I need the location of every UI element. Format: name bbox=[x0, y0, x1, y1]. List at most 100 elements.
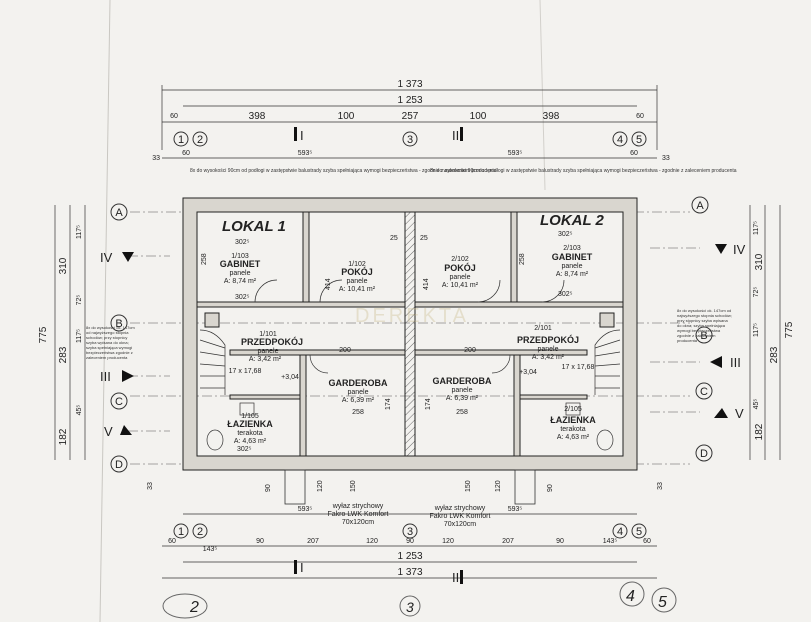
axis-C-right: C bbox=[700, 386, 708, 398]
svg-text:72⁵: 72⁵ bbox=[753, 287, 760, 298]
bathroom-fixtures bbox=[206, 402, 614, 451]
top-note-right: 8x do wysokości 90cm od podłogi w zastęp… bbox=[430, 168, 737, 174]
door-swings bbox=[254, 279, 565, 374]
svg-text:302⁵: 302⁵ bbox=[558, 291, 573, 298]
overall-width-bottom: 1 373 bbox=[397, 567, 422, 578]
svg-text:A: 6,39 m²: A: 6,39 m² bbox=[342, 397, 375, 404]
svg-text:302⁵: 302⁵ bbox=[235, 239, 250, 246]
svg-text:4: 4 bbox=[626, 588, 635, 605]
axis-1-top: 1 bbox=[178, 134, 184, 146]
svg-text:2/102: 2/102 bbox=[451, 256, 469, 263]
svg-text:panele: panele bbox=[451, 387, 472, 394]
top-seg-0: 60 bbox=[170, 113, 178, 120]
axis-2-top: 2 bbox=[197, 134, 203, 146]
svg-text:panele: panele bbox=[449, 274, 470, 281]
svg-text:45⁵: 45⁵ bbox=[753, 399, 760, 410]
axis-A-left: A bbox=[115, 207, 123, 219]
attic-hatch-note-2: wyłaz strychowy Fakro LWK Komfort 70x120… bbox=[430, 505, 491, 528]
svg-text:17 x 17,68: 17 x 17,68 bbox=[562, 364, 595, 371]
svg-text:PRZEDPOKÓJ: PRZEDPOKÓJ bbox=[241, 336, 303, 347]
svg-text:258: 258 bbox=[201, 253, 208, 265]
svg-text:283: 283 bbox=[769, 346, 780, 363]
svg-text:302⁵: 302⁵ bbox=[558, 231, 573, 238]
svg-text:A: 3,42 m²: A: 3,42 m² bbox=[532, 354, 565, 361]
section-markers-top: I II bbox=[294, 127, 463, 143]
svg-text:POKÓJ: POKÓJ bbox=[341, 266, 373, 277]
top-seg-6: 60 bbox=[636, 113, 644, 120]
section-I-top: I bbox=[300, 128, 304, 143]
svg-text:120: 120 bbox=[442, 538, 454, 545]
svg-text:17 x 17,68: 17 x 17,68 bbox=[229, 368, 262, 375]
section-markers-left: IV III V bbox=[100, 250, 134, 439]
svg-text:4: 4 bbox=[617, 526, 623, 538]
svg-text:wyłaz strychowy: wyłaz strychowy bbox=[434, 505, 486, 512]
svg-text:90: 90 bbox=[406, 538, 414, 545]
svg-text:414: 414 bbox=[325, 278, 332, 290]
room-pokoj-1: 1/102 POKÓJ panele A: 10,41 m² 414 25 bbox=[325, 235, 398, 293]
top-seg-5: 398 bbox=[543, 111, 560, 122]
bottom-dimensions: 593⁵ 593⁵ 60 143⁵ 90 207 120 90 120 207 … bbox=[162, 506, 657, 579]
svg-text:310: 310 bbox=[58, 257, 69, 274]
svg-text:2: 2 bbox=[189, 599, 199, 616]
svg-text:200: 200 bbox=[339, 347, 351, 354]
svg-text:258: 258 bbox=[519, 253, 526, 265]
svg-text:A: 8,74 m²: A: 8,74 m² bbox=[224, 278, 257, 285]
room-garderoba-2: GARDEROBA panele A: 6,39 m² 258 174 bbox=[425, 376, 492, 416]
svg-text:70x120cm: 70x120cm bbox=[342, 519, 374, 526]
svg-text:1/102: 1/102 bbox=[348, 261, 366, 268]
svg-text:143⁵: 143⁵ bbox=[603, 538, 618, 545]
section-IV-left: IV bbox=[100, 250, 113, 265]
svg-text:182: 182 bbox=[754, 423, 765, 440]
axis-A-right: A bbox=[696, 200, 704, 212]
axis-D-right: D bbox=[700, 448, 708, 460]
svg-text:117⁵: 117⁵ bbox=[753, 221, 760, 235]
svg-text:A: 10,41 m²: A: 10,41 m² bbox=[442, 282, 479, 289]
axis-4-top: 4 bbox=[617, 134, 623, 146]
svg-text:200: 200 bbox=[464, 347, 476, 354]
section-III-right: III bbox=[730, 355, 741, 370]
svg-text:GABINET: GABINET bbox=[552, 252, 593, 262]
svg-text:2: 2 bbox=[197, 526, 203, 538]
svg-text:GARDEROBA: GARDEROBA bbox=[328, 378, 388, 388]
section-IV-right: IV bbox=[733, 242, 746, 257]
svg-text:terakota: terakota bbox=[237, 430, 262, 437]
svg-text:258: 258 bbox=[456, 409, 468, 416]
handwritten-marks: 2 3 4 5 bbox=[162, 581, 677, 619]
svg-text:310: 310 bbox=[754, 253, 765, 270]
svg-text:1/101: 1/101 bbox=[259, 331, 277, 338]
svg-text:33: 33 bbox=[657, 482, 664, 490]
svg-text:174: 174 bbox=[425, 398, 432, 410]
top-seg-4: 100 bbox=[470, 111, 487, 122]
left-dimensions: 775 117⁵ 310 72⁵ 117⁵ 283 45⁵ 182 33 bbox=[38, 205, 154, 490]
svg-text:207: 207 bbox=[502, 538, 514, 545]
room-przedpokoj-1: 1/101 PRZEDPOKÓJ panele A: 3,42 m² +3,04… bbox=[229, 331, 351, 381]
svg-text:3: 3 bbox=[406, 599, 414, 615]
overall-width-top: 1 373 bbox=[397, 79, 422, 90]
svg-text:A: 8,74 m²: A: 8,74 m² bbox=[556, 271, 589, 278]
svg-text:120: 120 bbox=[366, 538, 378, 545]
column-axes-top: 1 2 3 4 5 bbox=[173, 131, 647, 147]
inner-width-top: 1 253 bbox=[397, 95, 422, 106]
section-III-left: III bbox=[100, 369, 111, 384]
svg-text:117⁵: 117⁵ bbox=[753, 323, 760, 337]
svg-text:150: 150 bbox=[350, 480, 357, 492]
svg-text:2/101: 2/101 bbox=[534, 325, 552, 332]
svg-text:302⁵: 302⁵ bbox=[237, 446, 252, 453]
svg-text:90: 90 bbox=[265, 484, 272, 492]
svg-text:414: 414 bbox=[423, 278, 430, 290]
section-II-bottom: II bbox=[452, 570, 459, 585]
svg-text:174: 174 bbox=[385, 398, 392, 410]
section-II-top: II bbox=[452, 128, 459, 143]
top-axis-dim-3: 593⁵ bbox=[508, 150, 523, 157]
inner-width-bottom: 1 253 bbox=[397, 551, 422, 562]
top-axis-dim-0: 33 bbox=[152, 155, 160, 162]
svg-text:45⁵: 45⁵ bbox=[76, 405, 83, 416]
svg-text:wyłaz strychowy: wyłaz strychowy bbox=[332, 503, 384, 510]
room-pokoj-2: 2/102 POKÓJ panele A: 10,41 m² 414 25 bbox=[420, 235, 479, 290]
side-note-left: 8x do wysokości ok. 147cm od najwyższego… bbox=[86, 325, 135, 360]
svg-text:1: 1 bbox=[178, 526, 184, 538]
svg-text:593⁵: 593⁵ bbox=[298, 506, 313, 513]
svg-text:90: 90 bbox=[547, 484, 554, 492]
section-markers-bottom: I II bbox=[294, 560, 463, 585]
room-przedpokoj-2: 2/101 PRZEDPOKÓJ panele A: 3,42 m² +3,04… bbox=[464, 325, 594, 376]
